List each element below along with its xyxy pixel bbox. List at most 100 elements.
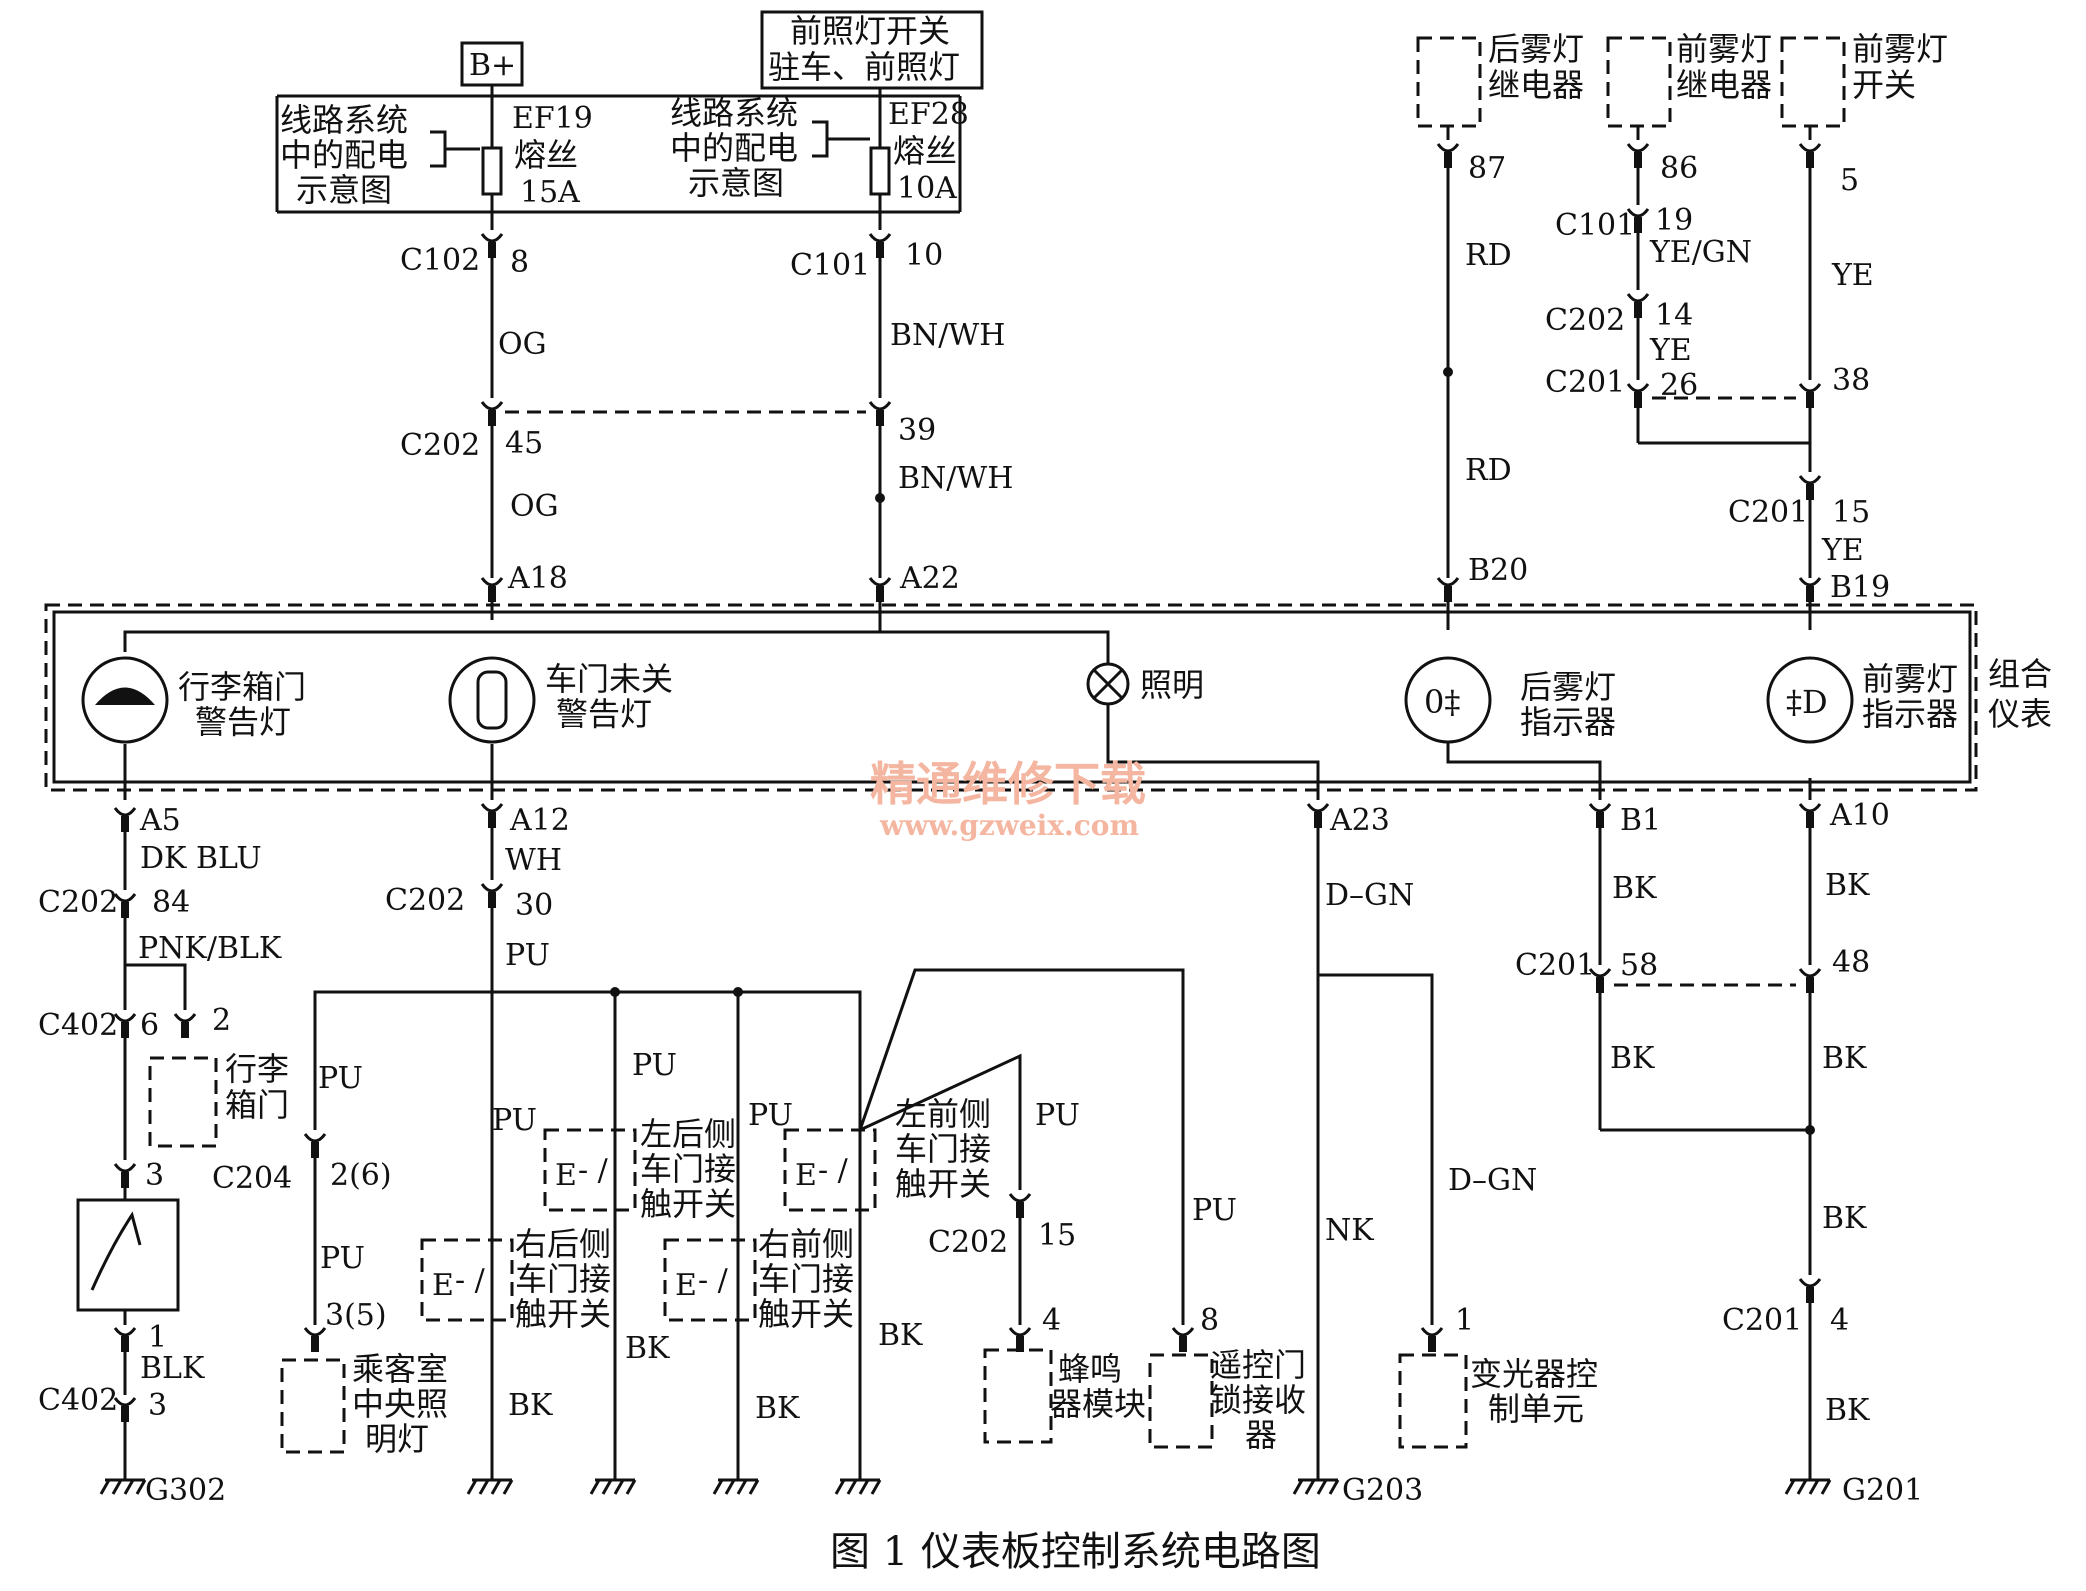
buzzer-label1: 蜂鸣 [1058,1350,1122,1388]
front-fog-relay-line2: 继电器 [1676,66,1772,104]
fuse-ef19-rating: 15A [520,175,580,210]
lbl-rd1: RD [1465,238,1512,273]
lr-door-label2: 车门接 [640,1150,736,1188]
lbl-c101a: C101 [790,248,870,283]
rr-door-label1: 右后侧 [515,1225,611,1263]
car-symbol [95,687,155,705]
lbl-bk1: BK [625,1331,670,1366]
dome-label2: 中央照 [352,1385,448,1423]
lbl-p3b: 3 [148,1388,167,1423]
watermark-title: 精通维修下载 [870,757,1146,811]
dome-label3: 明灯 [365,1420,429,1458]
lr-door-label1: 左后侧 [640,1115,736,1153]
lbl-ye1: YE [1649,333,1692,368]
lbl-c402b: C402 [38,1383,118,1418]
lbl-p1b: 1 [1455,1303,1474,1338]
lr-door-switch-box [543,1128,637,1212]
dist-left-line2: 中的配电 [280,136,408,174]
lbl-c202d: C202 [385,883,465,918]
lbl-nk: NK [1325,1213,1374,1248]
lbl-p84: 84 [152,885,190,920]
lbl-bnwh2: BN/WH [898,461,1013,496]
lbl-p30: 30 [515,888,553,923]
lbl-p1: 1 [148,1320,167,1355]
lbl-pu7: PU [1035,1098,1080,1133]
connector-pin [303,1133,327,1158]
remote-label3: 器 [1245,1416,1277,1454]
connector-pin [303,1327,327,1352]
lbl-bnwh1: BN/WH [890,318,1005,353]
lbl-bk4: BK [878,1318,923,1353]
lbl-pu4: PU [632,1048,677,1083]
ground-icon [1292,1478,1340,1495]
cluster-name-line1: 组合 [1988,655,2052,693]
cluster-outline [52,610,1972,784]
connector-pin [1626,208,1650,233]
connector-pin [868,577,892,602]
headlamp-switch-box [760,10,984,90]
connector-pin [1626,143,1650,168]
lbl-c204: C204 [212,1161,292,1196]
lbl-p8: 8 [510,245,529,280]
connector-pin [1798,968,1822,993]
dome-label1: 乘客室 [352,1350,448,1388]
lbl-bk5: BK [1612,871,1657,906]
remote-label2: 锁接收 [1210,1381,1306,1419]
lbl-bk6: BK [1825,868,1870,903]
lbl-bk10: BK [1825,1393,1870,1428]
lf-door-label1: 左前侧 [895,1095,991,1133]
rr-door-switch-box [420,1238,514,1322]
lbl-p38: 38 [1832,363,1870,398]
ground-icon [589,1478,637,1495]
lbl-c202a: C202 [400,428,480,463]
dimmer-label1: 变光器控 [1470,1355,1598,1393]
door-lamp-label1: 车门未关 [545,660,673,698]
lbl-ye2: YE [1831,258,1874,293]
front-fog-switch-line2: 开关 [1852,66,1916,104]
ground-icon [712,1478,760,1495]
lbl-b1: B1 [1620,803,1661,838]
grounds [99,1478,1832,1495]
lamp-component-box [76,1198,180,1312]
power-distribution-box [275,94,962,214]
rf-door-label1: 右前侧 [758,1225,854,1263]
connector-pin [1798,143,1822,168]
lbl-p4: 4 [1042,1303,1061,1338]
trunk-lamp-label2: 警告灯 [195,703,291,741]
lbl-c201d: C201 [1722,1303,1802,1338]
connector-pin [1008,1193,1032,1218]
connector-pin [1798,475,1822,500]
lbl-rd2: RD [1465,453,1512,488]
lbl-pu8: PU [1192,1193,1237,1228]
connector-pin [1588,803,1612,828]
fuse-ef19-name: EF19 [512,101,593,136]
connector-pin [1798,383,1822,408]
figure-caption: 图 1 仪表板控制系统电路图 [830,1529,1321,1575]
connector-pin [1436,577,1460,602]
front-fog-label2: 指示器 [1862,695,1958,733]
lbl-p39: 39 [898,413,936,448]
fuse-ef28-label: 熔丝 [893,132,957,170]
lbl-bk9: BK [1822,1201,1867,1236]
lbl-c202e: C202 [928,1225,1008,1260]
b-plus-label: B+ [469,48,516,83]
rear-fog-relay-box [1416,36,1482,128]
lbl-bk8: BK [1822,1041,1867,1076]
lbl-c402a: C402 [38,1008,118,1043]
lbl-b20: B20 [1468,553,1528,588]
rf-door-switch-symbol: E [675,1268,697,1303]
fuse-ef28-name: EF28 [888,97,969,132]
remote-receiver-box [1148,1353,1214,1449]
connector-pin [1306,803,1330,828]
lbl-c102: C102 [400,243,480,278]
connector-pin [1798,577,1822,602]
b-plus-box [460,41,524,87]
rear-fog-relay-line2: 继电器 [1488,66,1584,104]
lf-door-switch-symbol: E [795,1158,817,1193]
headlamp-switch-line2: 驻车、前照灯 [768,48,960,86]
connector-pin [1171,1327,1195,1352]
lbl-blk: BLK [140,1351,205,1386]
dimmer-box [1398,1353,1468,1449]
lbl-c201b: C201 [1728,495,1808,530]
lbl-a23: A23 [1329,803,1390,838]
